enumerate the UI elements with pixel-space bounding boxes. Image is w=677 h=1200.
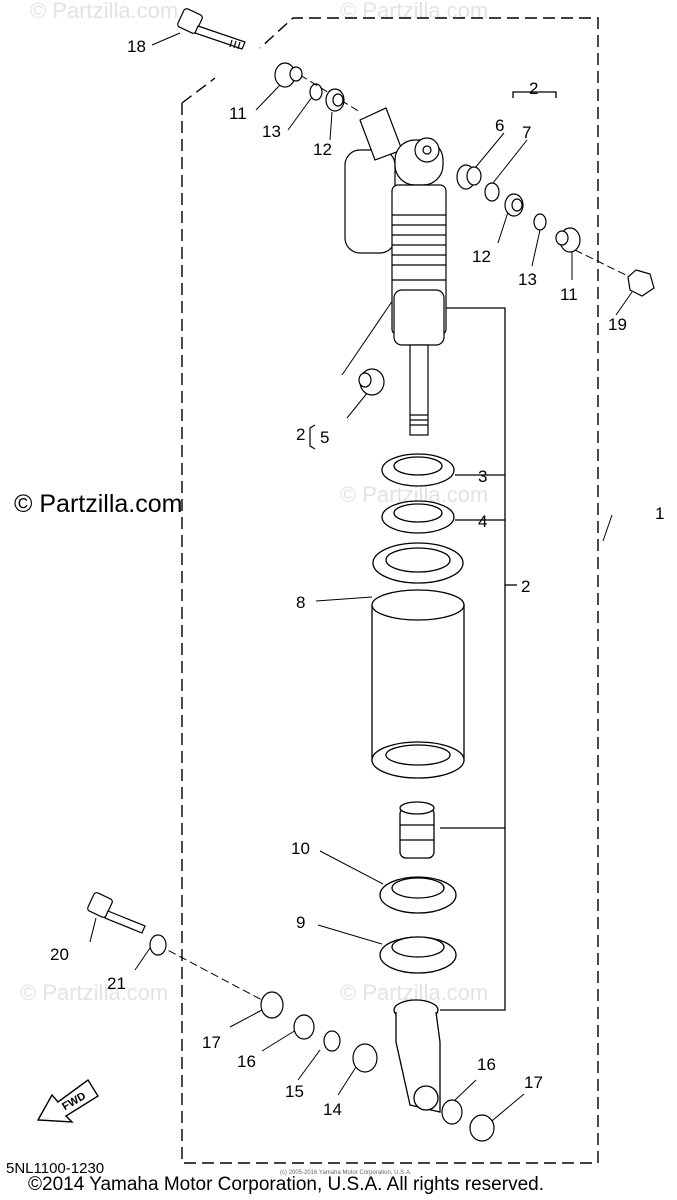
locknut-3 — [381, 453, 455, 487]
callout-14: 14 — [323, 1100, 342, 1119]
callout-1: 1 — [655, 504, 664, 523]
collar-11-right — [555, 227, 581, 253]
seal-12-right — [504, 193, 524, 217]
callout-10: 10 — [291, 839, 310, 858]
callout-5: 5 — [320, 428, 329, 447]
seal-12-top — [325, 88, 345, 112]
callout-21: 21 — [107, 974, 126, 993]
spring-seat-10 — [379, 876, 457, 914]
collar-11-top — [274, 62, 303, 88]
callout-12: 12 — [313, 140, 332, 159]
callout-3: 3 — [478, 467, 487, 486]
ring-7 — [484, 182, 500, 202]
callout-4: 4 — [478, 512, 487, 531]
spring-guide-9 — [379, 936, 457, 974]
callout-11: 11 — [229, 104, 247, 123]
bushing-5 — [358, 368, 385, 396]
oring-13-right — [533, 213, 547, 231]
callout-2: 2 — [521, 577, 530, 596]
watermark-faint: © Partzilla.com — [20, 980, 168, 1005]
tiny-copyright: (c) 2005-2016 Yamaha Motor Corporation, … — [280, 1170, 412, 1176]
copyright-notice: ©2014 Yamaha Motor Corporation, U.S.A. A… — [28, 1174, 544, 1195]
callout-11: 11 — [560, 285, 578, 304]
callout-2: 2 — [529, 79, 538, 98]
shock-absorber-body — [344, 107, 447, 436]
callout-19: 19 — [608, 315, 627, 334]
callout-17: 17 — [524, 1073, 543, 1092]
watermark-faint: © Partzilla.com — [30, 0, 178, 23]
callout-9: 9 — [296, 913, 305, 932]
spring-8 — [371, 542, 465, 779]
callout-20: 20 — [50, 945, 69, 964]
oring-13-top — [309, 83, 323, 101]
callout-numbers: 18 11 13 12 2 6 7 12 13 11 19 2 5 3 4 1 … — [50, 37, 664, 1119]
assembly-dashed-outline — [181, 17, 599, 1164]
callout-17: 17 — [202, 1033, 221, 1052]
watermark-faint: © Partzilla.com — [340, 0, 488, 23]
nut-19 — [627, 269, 655, 297]
callout-13: 13 — [262, 122, 281, 141]
callout-16: 16 — [477, 1055, 496, 1074]
bump-stopper — [399, 801, 435, 859]
lower-hardware — [260, 991, 495, 1142]
callout-6: 6 — [495, 116, 504, 135]
diagram-code: 5NL1100-1230 — [6, 1160, 105, 1177]
leader-lines — [89, 32, 641, 1126]
callout-16: 16 — [237, 1052, 256, 1071]
adjusting-nut-4 — [381, 500, 455, 534]
callout-15: 15 — [285, 1082, 304, 1101]
lower-clevis — [393, 999, 441, 1113]
callout-2: 2 — [296, 425, 305, 444]
group-2-bracket — [440, 91, 557, 1011]
partzilla-watermark: © Partzilla.com — [14, 490, 183, 518]
forward-arrow-icon: FWD — [36, 1078, 99, 1123]
callout-13: 13 — [518, 270, 537, 289]
callout-8: 8 — [296, 593, 305, 612]
collar-6 — [456, 164, 482, 190]
bolt-18 — [177, 8, 246, 50]
callout-12: 12 — [472, 247, 491, 266]
washer-21 — [149, 934, 167, 956]
callout-7: 7 — [522, 123, 531, 142]
callout-18: 18 — [127, 37, 146, 56]
bolt-20 — [87, 892, 146, 934]
